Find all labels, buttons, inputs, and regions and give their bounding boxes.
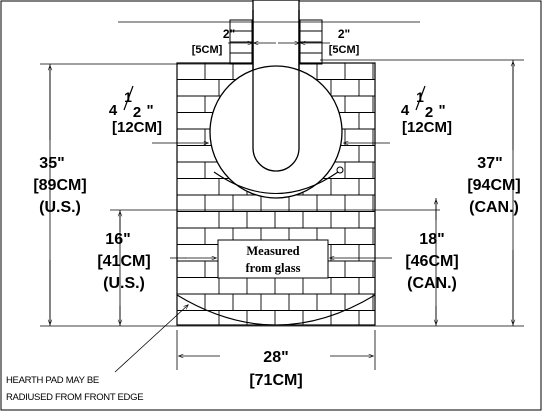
top-right-gap-cm: [5CM] [329, 44, 360, 56]
measured-from-glass-box [217, 239, 329, 279]
right-total-height-region: (CAN.) [469, 199, 519, 216]
left-total-height-cm: [89CM] [33, 177, 86, 194]
top-left-gap-inches: 2" [223, 27, 235, 41]
right-total-height-label: 37" [94CM] (CAN.) [467, 155, 520, 216]
left-clearance-inches: 4 [109, 102, 118, 119]
left-total-height-region: (U.S.) [39, 199, 81, 216]
left-front-depth-cm: [41CM] [97, 253, 150, 270]
center-label-line2: from glass [246, 261, 301, 275]
center-label-line1: Measured [246, 244, 299, 258]
right-clearance-fraction-num: 1 [416, 89, 424, 105]
right-clearance-inches: 4 [401, 102, 410, 119]
radius-arc [176, 294, 376, 326]
left-total-height-label: 35" [89CM] (U.S.) [33, 155, 86, 216]
left-clearance-fraction-num: 1 [124, 89, 132, 105]
top-right-gap-label: 2" [5CM] [329, 27, 360, 56]
left-front-depth-inches: 16" [105, 231, 130, 248]
bottom-width-cm: [71CM] [249, 372, 302, 389]
dimension-lines [40, 21, 524, 373]
left-front-depth-label: 16" [41CM] (U.S.) [97, 231, 150, 292]
left-total-height-inches: 35" [39, 155, 64, 172]
right-front-depth-label: 18" [46CM] (CAN.) [405, 231, 458, 292]
left-clearance-inch-mark: " [146, 102, 153, 119]
right-side-clearance-label: 1 4 2 " [12CM] [401, 85, 452, 136]
left-clearance-cm: [12CM] [112, 119, 162, 136]
right-front-depth-cm: [46CM] [405, 253, 458, 270]
right-clearance-inch-mark: " [438, 102, 445, 119]
top-left-gap-cm: [5CM] [192, 44, 223, 56]
hearth-note-line1: HEARTH PAD MAY BE [6, 375, 99, 386]
hearth-note-line2: RADIUSED FROM FRONT EDGE [6, 392, 143, 403]
right-total-height-inches: 37" [477, 155, 502, 172]
left-side-clearance-label: 1 4 2 " [12CM] [109, 85, 162, 136]
hearth-note: HEARTH PAD MAY BE RADIUSED FROM FRONT ED… [6, 375, 144, 403]
right-clearance-cm: [12CM] [402, 119, 452, 136]
bottom-width-inches: 28" [263, 349, 288, 366]
left-clearance-fraction-den: 2 [133, 104, 141, 121]
right-front-depth-inches: 18" [419, 231, 444, 248]
right-total-height-cm: [94CM] [467, 177, 520, 194]
bottom-width-label: 28" [71CM] [249, 349, 302, 389]
left-front-depth-region: (U.S.) [103, 275, 145, 292]
right-clearance-fraction-den: 2 [425, 104, 433, 121]
top-right-gap-inches: 2" [338, 27, 350, 41]
top-left-gap-label: 2" [5CM] [192, 27, 235, 56]
right-front-depth-region: (CAN.) [407, 275, 457, 292]
center-label: Measured from glass [246, 244, 301, 275]
stove-body [209, 10, 344, 199]
